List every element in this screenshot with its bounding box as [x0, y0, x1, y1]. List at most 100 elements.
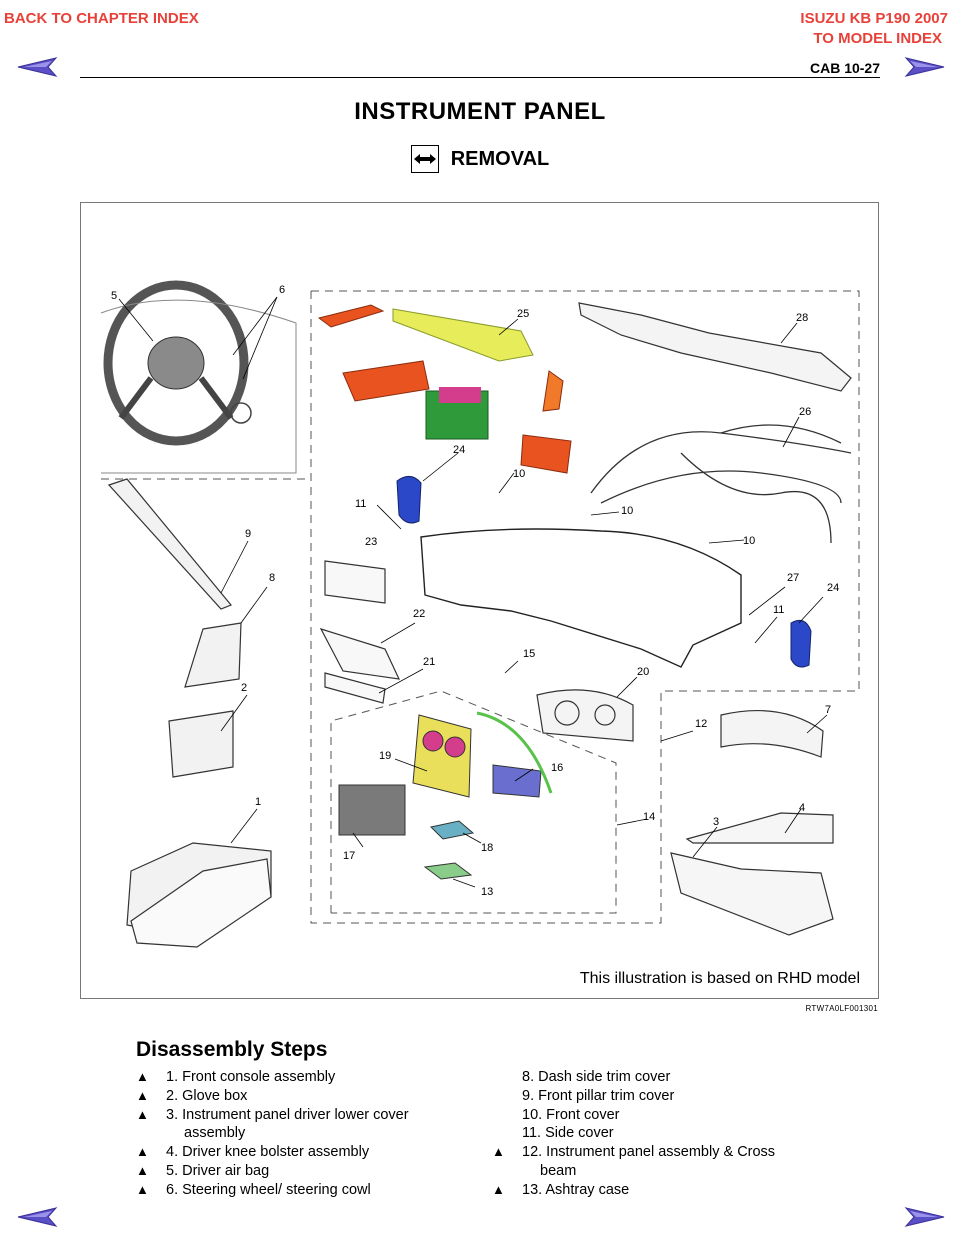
part-number: 10 [621, 505, 633, 517]
part-number-labels: 5 6 25 28 26 24 10 11 10 23 10 9 8 27 24… [111, 284, 839, 898]
step-mark: ▲ [492, 1144, 505, 1160]
step-mark: ▲ [136, 1106, 149, 1122]
page-reference: CAB 10-27 [809, 60, 880, 76]
step-mark [492, 1106, 522, 1125]
step-mark [492, 1068, 522, 1087]
part-number: 24 [453, 444, 465, 456]
center-duct-drawing [425, 387, 489, 440]
glove-box-drawing [319, 560, 401, 704]
part-number: 21 [423, 656, 435, 668]
part-number: 6 [279, 284, 285, 296]
left-arrow-icon[interactable] [16, 1206, 58, 1228]
meter-cluster-drawing [536, 689, 824, 758]
step-item: 11. Side cover [492, 1124, 832, 1143]
step-text: 1. Front console assembly [166, 1069, 336, 1085]
model-title-link[interactable]: ISUZU KB P190 2007 [800, 10, 948, 27]
part-number: 3 [713, 816, 719, 828]
right-arrow-icon[interactable] [904, 1206, 946, 1228]
part-number: 17 [343, 850, 355, 862]
part-number: 18 [481, 842, 493, 854]
step-mark [492, 1087, 522, 1106]
part-number: 10 [743, 535, 755, 547]
part-number: 25 [517, 308, 529, 320]
section-header: REMOVAL [0, 145, 960, 173]
part-number: 28 [796, 312, 808, 324]
step-item: ▲ 5. Driver air bag [136, 1162, 466, 1181]
step-text: 5. Driver air bag [166, 1162, 270, 1179]
step-item: 8. Dash side trim cover [492, 1068, 832, 1087]
step-text: 11. Side cover [522, 1125, 614, 1142]
step-text-continued: assembly [184, 1125, 246, 1142]
cross-beam-drawing [578, 302, 852, 392]
step-text-continued: beam [540, 1162, 577, 1179]
step-item: ▲4. Driver knee bolster assembly [136, 1143, 466, 1162]
part-number: 22 [413, 608, 425, 620]
console-drawing [130, 858, 272, 948]
step-item: ▲ 3. Instrument panel driver lower cover a… [136, 1106, 466, 1144]
part-number: 1 [255, 796, 261, 808]
step-mark: ▲ [136, 1162, 149, 1178]
exploded-view-figure: 5 6 25 28 26 24 10 11 10 23 10 9 8 27 24… [80, 202, 879, 999]
step-text: 2. Glove box [166, 1087, 248, 1104]
instrument-panel-drawing [420, 528, 742, 668]
step-mark: ▲ [136, 1181, 149, 1197]
part-number: 15 [523, 648, 535, 660]
step-mark: ▲ [492, 1181, 505, 1197]
header-rule [80, 77, 880, 78]
part-number: 8 [269, 572, 275, 584]
step-text: 10. Front cover [522, 1106, 620, 1123]
step-item: 10. Front cover [492, 1106, 832, 1125]
step-text: 8. Dash side trim cover [522, 1069, 671, 1085]
steps-left-column: ▲1. Front console assembly ▲2. Glove box… [136, 1068, 466, 1200]
part-number: 2 [241, 682, 247, 694]
part-number: 10 [513, 468, 525, 480]
step-item: ▲ 2. Glove box [136, 1087, 466, 1106]
part-number: 4 [799, 802, 805, 814]
part-number: 27 [787, 572, 799, 584]
audio-climate-drawing [338, 711, 553, 880]
part-number: 20 [637, 666, 649, 678]
step-text: 12. Instrument panel assembly & Cross [522, 1144, 776, 1161]
part-number: 7 [825, 704, 831, 716]
model-index-link[interactable]: TO MODEL INDEX [813, 30, 942, 47]
part-number: 12 [695, 718, 707, 730]
steps-heading: Disassembly Steps [136, 1038, 328, 1061]
air-duct-drawing [317, 304, 572, 474]
right-arrow-icon[interactable] [904, 56, 946, 78]
steering-wheel-drawing [100, 280, 297, 474]
part-number: 11 [355, 498, 366, 510]
side-vent-drawing [396, 476, 812, 668]
step-text: 9. Front pillar trim cover [522, 1087, 675, 1104]
steps-right-column: 8. Dash side trim cover 9. Front pillar … [492, 1068, 832, 1200]
step-item: 9. Front pillar trim cover [492, 1087, 832, 1106]
part-number: 26 [799, 406, 811, 418]
step-text: 6. Steering wheel/ steering cowl [166, 1181, 371, 1198]
part-number: 14 [643, 811, 655, 823]
defroster-nozzle-drawing [392, 308, 534, 362]
step-text: 4. Driver knee bolster assembly [166, 1144, 370, 1161]
step-item: ▲ 6. Steering wheel/ steering cowl [136, 1181, 466, 1200]
section-label: REMOVAL [450, 147, 550, 170]
part-number: 24 [827, 582, 839, 594]
figure-code: RTW7A0LF001301 [805, 1004, 878, 1013]
left-arrow-icon[interactable] [16, 56, 58, 78]
part-number: 16 [551, 762, 563, 774]
step-text: 3. Instrument panel driver lower cover [166, 1106, 409, 1123]
figure-note: This illustration is based on RHD model [579, 970, 860, 987]
lower-cover-drawing [670, 812, 834, 936]
step-item: ▲13. Ashtray case [492, 1181, 832, 1200]
step-mark: ▲ [136, 1087, 149, 1103]
part-number: 9 [245, 528, 251, 540]
back-to-chapter-index-link[interactable]: BACK TO CHAPTER INDEX [4, 10, 199, 27]
part-number: 23 [365, 536, 377, 548]
page-title: INSTRUMENT PANEL [354, 98, 606, 125]
wiring-harness-drawing [590, 424, 852, 544]
part-number: 5 [111, 290, 117, 302]
removal-arrows-icon [410, 145, 439, 173]
exploded-view-illustration: 5 6 25 28 26 24 10 11 10 23 10 9 8 27 24… [100, 280, 860, 948]
part-number: 19 [379, 750, 391, 762]
part-number: 11 [773, 604, 784, 616]
step-item: ▲1. Front console assembly [136, 1068, 466, 1087]
part-number: 13 [481, 886, 493, 898]
